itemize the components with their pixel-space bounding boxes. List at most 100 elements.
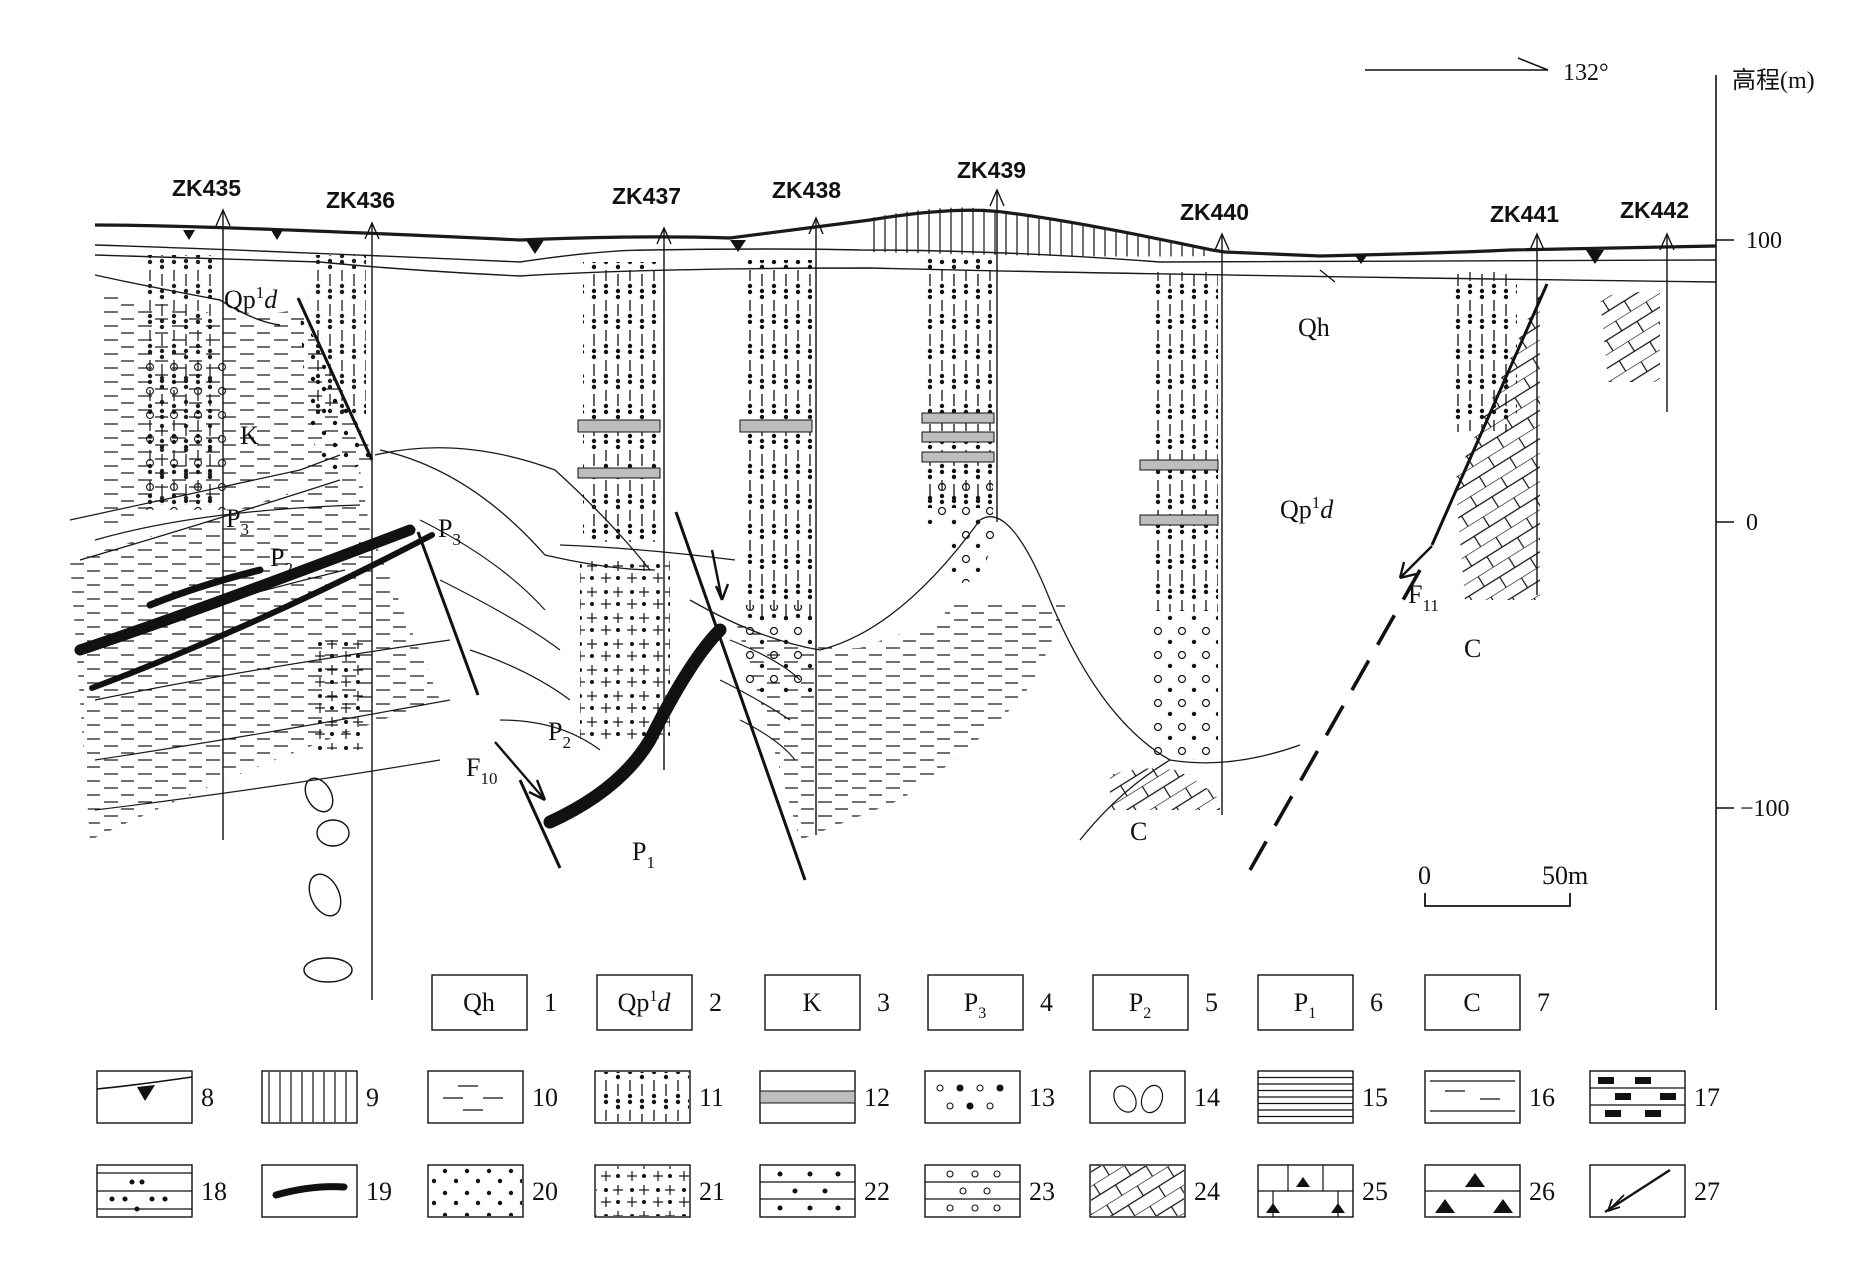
qh-base-upper: [94, 244, 1717, 263]
zk437-lens-1: [577, 419, 661, 433]
zk436-tuff: [312, 640, 367, 750]
zk440-silt: [1150, 272, 1218, 612]
faults: [296, 283, 1549, 881]
legend-number: 15: [1362, 1083, 1388, 1112]
qh-base: [94, 254, 1717, 283]
legend-item-13: 13: [924, 1070, 1055, 1124]
label-c-bottom: C: [1130, 817, 1147, 846]
tick-label-0: 0: [1746, 510, 1758, 536]
qp-base-contact: [689, 516, 1171, 761]
zk437-lens-2: [577, 467, 661, 479]
label-p1: P1: [632, 837, 655, 872]
legend-number: 19: [366, 1177, 392, 1206]
zk438-lens-1: [739, 419, 813, 433]
qh-leader-line: [1319, 269, 1336, 283]
legend-item-8: 8: [96, 1070, 214, 1124]
borehole-zk436[interactable]: ZK436: [326, 187, 395, 1000]
legend-item-12: 12: [759, 1070, 890, 1124]
label-qp-left: Qp1d: [224, 283, 278, 314]
borehole-zk435[interactable]: ZK435: [172, 175, 241, 840]
legend-item-14: 14: [1089, 1070, 1220, 1124]
label-k: K: [240, 421, 259, 450]
legend-number: 9: [366, 1083, 379, 1112]
legend-item-19: 19: [261, 1164, 392, 1218]
legend-number: 17: [1694, 1083, 1720, 1112]
borehole-zk439[interactable]: ZK439: [957, 157, 1026, 522]
legend-item-11: 11: [594, 1070, 724, 1124]
legend-number: 7: [1537, 988, 1550, 1017]
coal-seam-p2-left-3: [89, 532, 435, 691]
fault-mid: [674, 511, 807, 881]
legend-item-4: P3 4: [927, 974, 1053, 1031]
legend-item-symbol: P3: [964, 988, 986, 1022]
permian-strata-left: [70, 470, 440, 840]
label-f10: F10: [466, 753, 497, 788]
legend-item-27: 27: [1589, 1164, 1720, 1218]
label-p2-left: P2: [270, 543, 293, 578]
legend-number: 27: [1694, 1177, 1720, 1206]
borehole-zk437[interactable]: ZK437: [612, 183, 681, 770]
legend-item-15: 15: [1257, 1070, 1388, 1124]
coal-seam-p2-mid: [543, 623, 727, 829]
legend-number: 6: [1370, 988, 1383, 1017]
legend-number: 4: [1040, 988, 1053, 1017]
elevation-axis-title: 高程(m): [1732, 67, 1815, 94]
legend-item-25: 25: [1257, 1164, 1388, 1218]
ground-surface: [94, 208, 1717, 258]
borehole-label: ZK440: [1180, 199, 1249, 225]
zk437-silt: [583, 262, 661, 542]
legend-item-symbol: K: [803, 988, 822, 1017]
label-qh: Qh: [1298, 313, 1330, 342]
legend-item-symbol: P2: [1129, 988, 1151, 1022]
elevation-axis: 高程(m) 100 0 −100: [1715, 67, 1815, 1010]
legend-number: 25: [1362, 1177, 1388, 1206]
legend-number: 18: [201, 1177, 227, 1206]
legend-item-23: 23: [924, 1164, 1055, 1218]
borehole-zk441[interactable]: ZK441: [1490, 201, 1559, 595]
legend-number: 20: [532, 1177, 558, 1206]
label-p2-mid: P2: [548, 717, 571, 752]
legend-item-24: 24: [1089, 1164, 1220, 1218]
legend-number: 5: [1205, 988, 1218, 1017]
label-p3-mid: P3: [438, 514, 461, 549]
section-labels: Qp1d K P3 P2 P3 P2 P1 F10 Qh Qp1d F11 C …: [224, 269, 1481, 872]
legend-item-9: 9: [261, 1070, 379, 1124]
borehole-label: ZK441: [1490, 201, 1559, 227]
zk439-gravel: [925, 475, 993, 530]
artificial-fill-mound: [870, 207, 1212, 257]
legend-item-20: 20: [427, 1164, 558, 1218]
legend-number: 1: [544, 988, 557, 1017]
legend-number: 12: [864, 1083, 890, 1112]
borehole-zk440[interactable]: ZK440: [1180, 199, 1249, 815]
legend-number: 14: [1194, 1083, 1220, 1112]
legend-number: 13: [1029, 1083, 1055, 1112]
legend-number: 11: [699, 1083, 724, 1112]
legend-item-18: 18: [96, 1164, 227, 1218]
zk440-lens-1: [1139, 459, 1219, 471]
scale-bar: 0 50m: [1418, 861, 1588, 907]
carboniferous-limestone-zk442: [1600, 290, 1660, 382]
concretions: [303, 777, 353, 983]
borehole-zk438[interactable]: ZK438: [772, 177, 841, 835]
zk441-silt: [1455, 272, 1517, 432]
label-c-right: C: [1464, 634, 1481, 663]
label-f11: F11: [1408, 580, 1439, 615]
borehole-label: ZK437: [612, 183, 681, 209]
legend-number: 22: [864, 1177, 890, 1206]
legend-number: 3: [877, 988, 890, 1017]
zk440-lens-2: [1139, 514, 1219, 526]
orientation-indicator: 132°: [1365, 57, 1609, 86]
borehole-label: ZK439: [957, 157, 1026, 183]
borehole-label: ZK438: [772, 177, 841, 203]
fault-f10: [518, 779, 562, 869]
fault-mid-left: [416, 531, 480, 696]
boreholes: ZK435 ZK436 ZK437 ZK438 ZK439 ZK440: [172, 157, 1689, 1000]
legend-item-symbol: C: [1463, 988, 1480, 1017]
legend-item-symbol: Qh: [463, 988, 495, 1017]
borehole-zk442[interactable]: ZK442: [1620, 197, 1689, 412]
legend-item-symbol: P1: [1294, 988, 1316, 1022]
legend-item-17: 17: [1589, 1070, 1720, 1124]
